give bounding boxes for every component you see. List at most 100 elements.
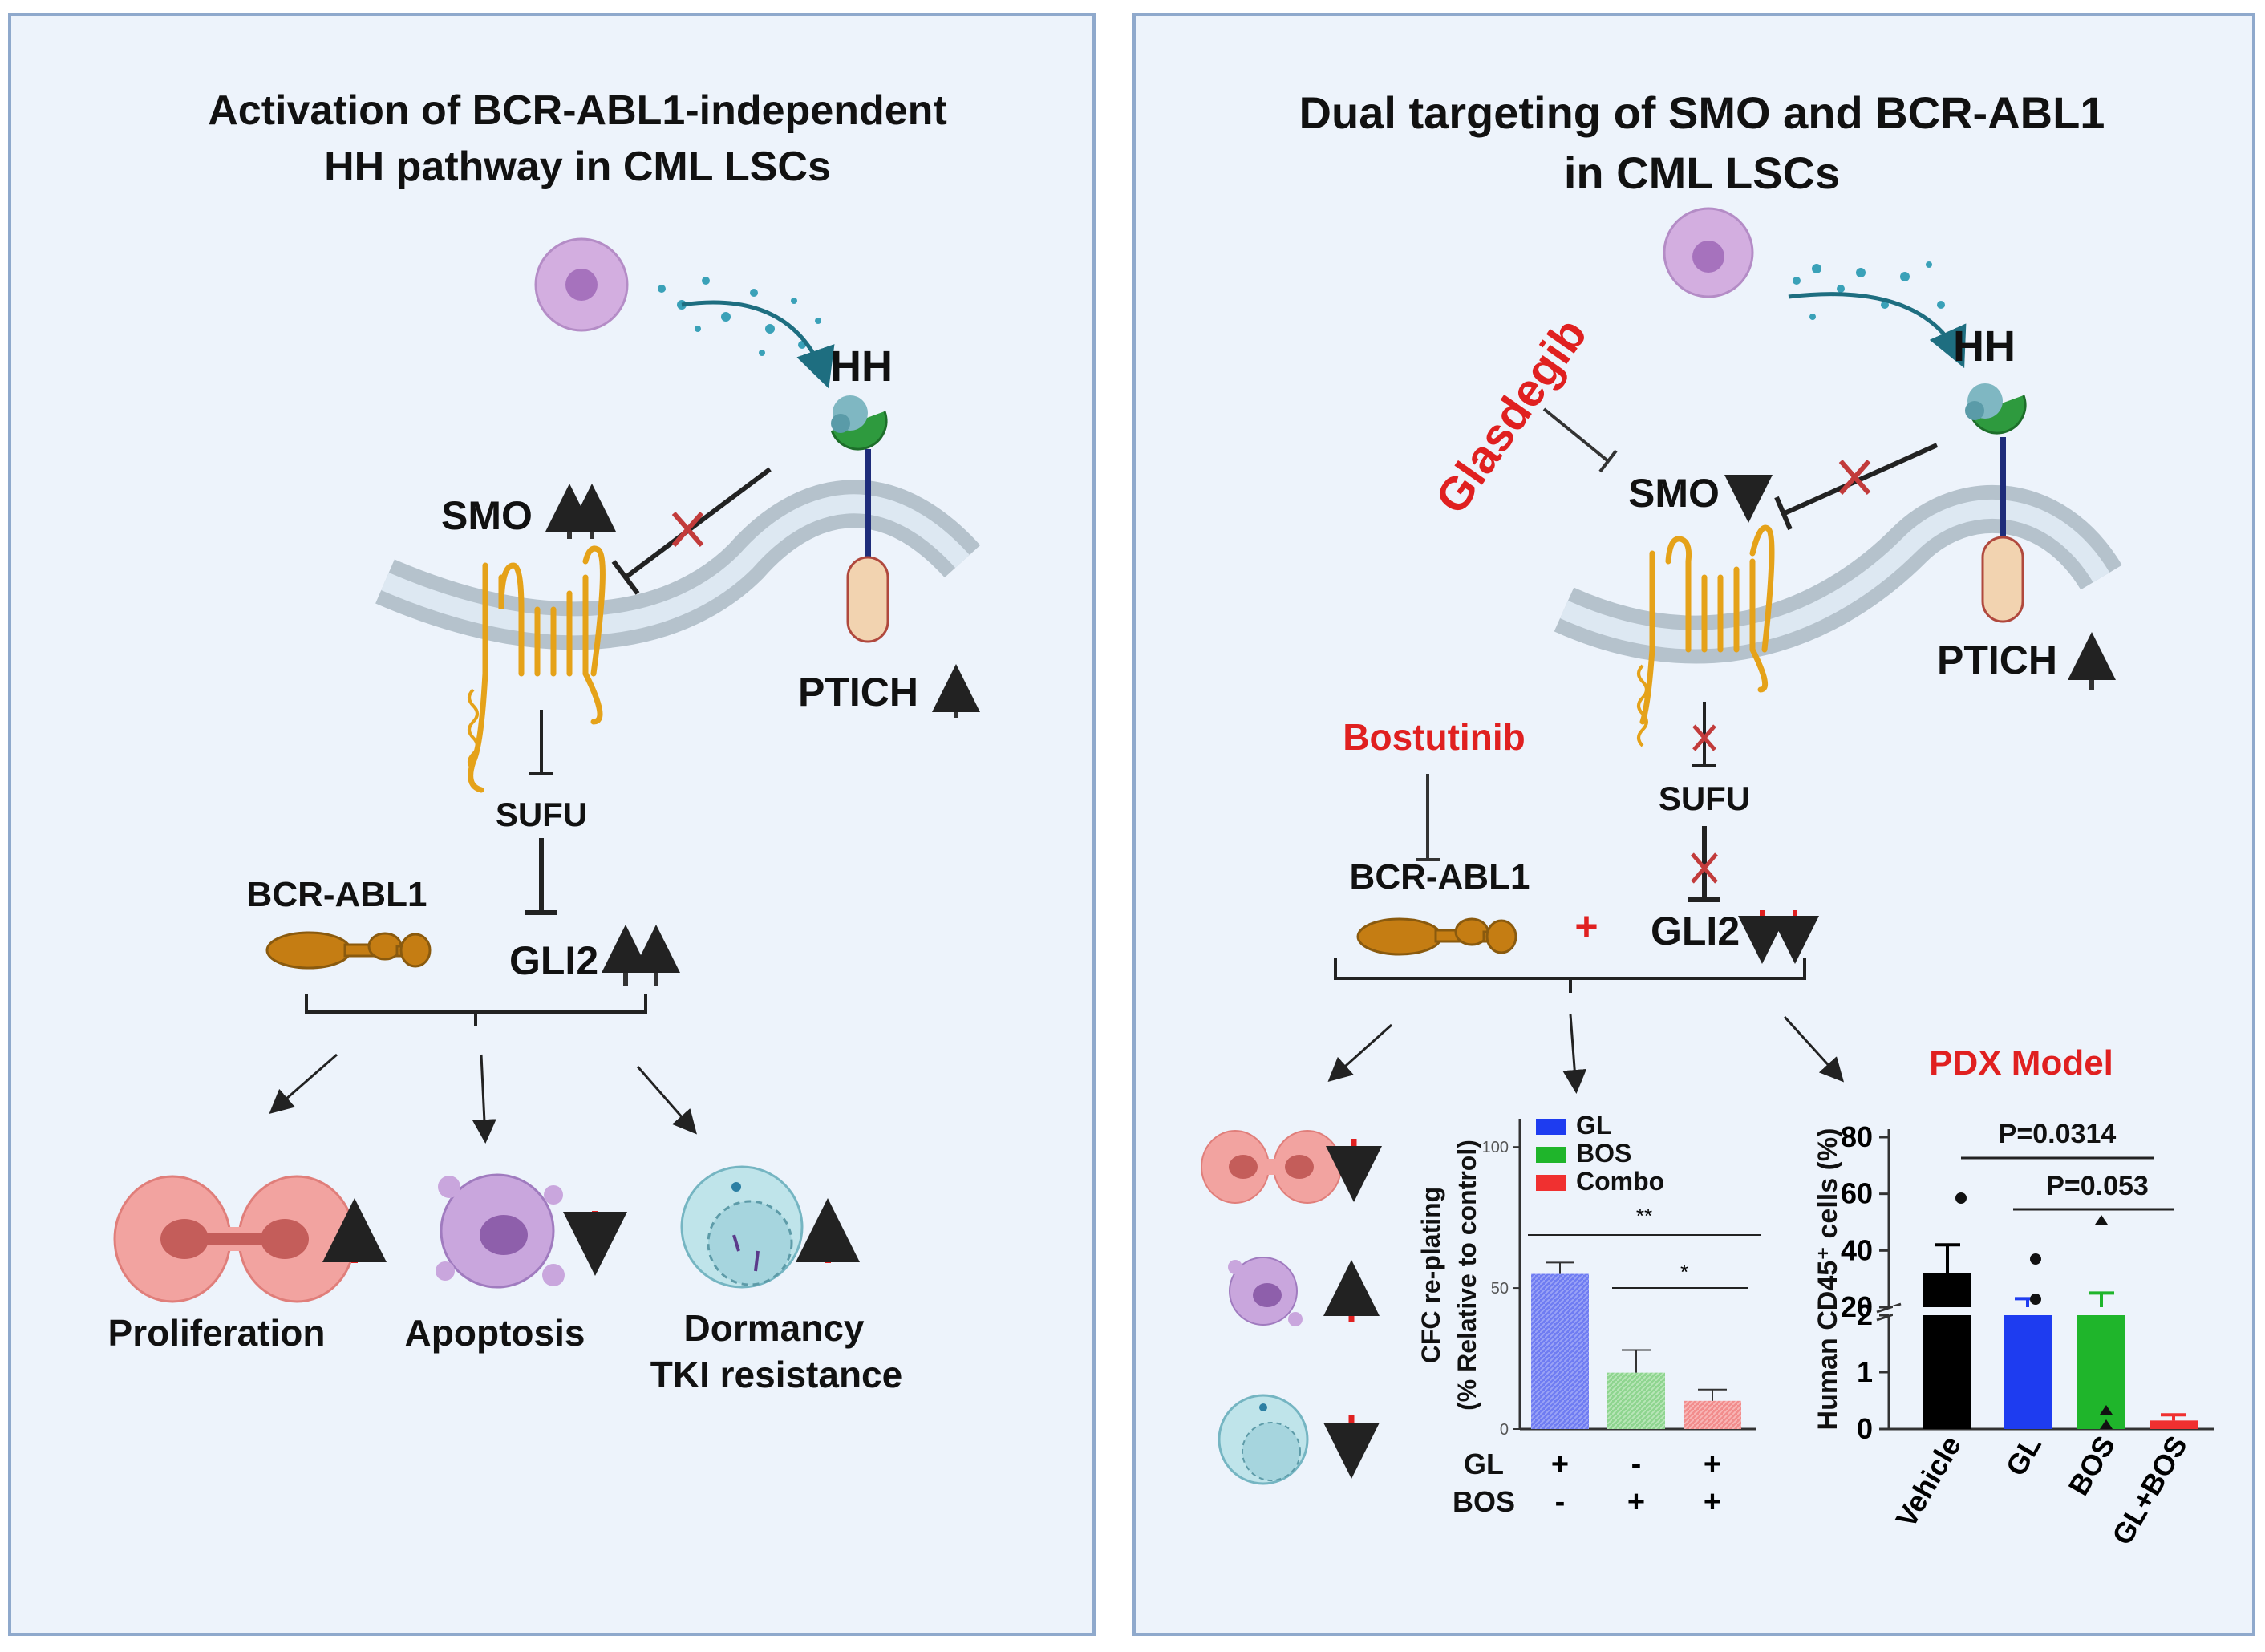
right-gli2-down-arrows-icon <box>1738 910 1819 964</box>
right-ptch-smo-inhibition <box>1783 443 1939 516</box>
hh-secreting-cell-icon <box>534 237 629 332</box>
cfc-bar-bos <box>1607 1372 1665 1429</box>
left-smo-label: SMO <box>441 493 533 538</box>
hh-ligand-dots-icon <box>658 277 821 356</box>
cfc-bos-sign: + <box>1627 1485 1645 1519</box>
cfc-replating-chart: 0 50 100 CFC re-plating (% Relative to con… <box>1416 1111 1761 1519</box>
right-title-line2: in CML LSCs <box>1564 148 1840 198</box>
left-bcr-abl1-protein-icon <box>265 931 432 970</box>
pdx-ytick-label: 40 <box>1841 1233 1873 1266</box>
right-membrane-core <box>1560 499 2110 650</box>
right-hh-label: HH <box>1953 322 2016 370</box>
left-arrow-dormancy <box>636 1066 697 1135</box>
left-bracket <box>305 994 647 1026</box>
right-hh-arrow <box>1788 292 1967 369</box>
left-proliferating-cell-icon <box>113 1175 356 1303</box>
pdx-pvalue-2: P=0.053 <box>2046 1171 2149 1201</box>
left-ptch-receptor-icon <box>830 395 889 643</box>
left-smo-coil <box>468 688 479 771</box>
cfc-legend-gl: GL <box>1576 1111 1611 1140</box>
pdx-point <box>2100 1419 2113 1429</box>
left-arrow-apoptosis <box>472 1054 496 1144</box>
left-hh-label: HH <box>830 342 893 391</box>
left-ptch-label: PTICH <box>798 670 918 715</box>
left-smo-up-arrows-icon <box>545 484 616 539</box>
cfc-legend: GL BOS Combo <box>1536 1111 1664 1196</box>
left-outcome-proliferation: Proliferation <box>108 1312 326 1354</box>
right-sufu-label: SUFU <box>1659 779 1750 817</box>
right-bracket <box>1334 958 1806 993</box>
pdx-ytick-label: 20 <box>1841 1290 1873 1323</box>
pdx-point <box>2095 1215 2108 1225</box>
right-ptch-receptor-icon <box>1965 383 2027 623</box>
left-dormant-cell-icon <box>680 1165 804 1289</box>
pdx-bar-gl <box>2004 1307 2052 1429</box>
right-arrow-cfc <box>1562 1014 1587 1094</box>
right-title-line1: Dual targeting of SMO and BCR-ABL1 <box>1299 87 2105 138</box>
pdx-ylabel: Human CD45⁺ cells (%) <box>1813 1128 1843 1431</box>
right-ptch-smo-bar <box>1774 496 1793 531</box>
cfc-legend-combo-swatch <box>1536 1175 1566 1191</box>
cfc-ytick-label: 50 <box>1491 1280 1509 1298</box>
cfc-legend-combo: Combo <box>1576 1167 1664 1196</box>
cfc-sig-2: * <box>1680 1260 1688 1284</box>
left-outcome-tki-resistance: TKI resistance <box>650 1354 902 1395</box>
pdx-point <box>2030 1253 2041 1265</box>
cfc-gl-sign: + <box>1704 1448 1721 1481</box>
pdx-pvalue-1: P=0.0314 <box>1999 1119 2117 1149</box>
left-apoptotic-cell-icon <box>436 1173 565 1289</box>
cfc-bos-sign: - <box>1555 1485 1566 1519</box>
cfc-row-label-gl: GL <box>1464 1448 1504 1480</box>
pdx-point <box>2030 1294 2041 1305</box>
right-sufu-blocked-x-icon <box>1692 724 1716 751</box>
cfc-row-label-bos: BOS <box>1453 1485 1515 1518</box>
glasdegib-bar <box>1598 449 1618 473</box>
glasdegib-inhibition <box>1542 407 1610 463</box>
right-blocked-x-icon <box>1838 460 1871 495</box>
cfc-legend-bos-swatch <box>1536 1147 1566 1163</box>
right-arrow-pdx <box>1783 1015 1845 1083</box>
cfc-gl-sign: - <box>1631 1448 1642 1481</box>
bostutinib-drug-label: Bostutinib <box>1343 716 1525 758</box>
cfc-bar-combo <box>1684 1400 1741 1429</box>
left-blocked-x-icon <box>671 512 704 547</box>
right-dormant-cell-icon <box>1218 1394 1309 1485</box>
pdx-bar-break-gap <box>1893 1307 2214 1315</box>
right-proliferating-cell-icon <box>1201 1130 1342 1204</box>
left-membrane-core <box>381 494 970 636</box>
right-gli2-label: GLI2 <box>1651 909 1740 954</box>
pdx-ytick-label: 0 <box>1857 1412 1873 1445</box>
right-apoptotic-cell-icon <box>1228 1257 1303 1326</box>
cfc-ylabel-line2: (% Relative to control) <box>1453 1140 1481 1411</box>
left-outcome-apoptosis: Apoptosis <box>405 1312 585 1354</box>
left-inhibition-bar <box>611 560 640 595</box>
pdx-bar-gl-bos <box>2150 1420 2198 1429</box>
left-smo-receptor-icon <box>468 545 606 793</box>
left-sufu-label: SUFU <box>496 796 587 833</box>
right-arrow-cells <box>1327 1023 1392 1082</box>
right-hh-secreting-cell-icon <box>1663 207 1754 298</box>
right-smo-receptor-icon <box>1639 524 1775 725</box>
left-title-line1: Activation of BCR-ABL1-independent <box>208 87 947 134</box>
cfc-bar-gl <box>1531 1273 1589 1429</box>
cfc-ylabel-line1: CFC re-plating <box>1416 1187 1445 1363</box>
cfc-sig-1: ** <box>1636 1204 1652 1228</box>
right-bcr-abl1-label: BCR-ABL1 <box>1350 857 1530 897</box>
left-outcome-dormancy: Dormancy <box>684 1307 865 1349</box>
left-gli2-up-arrows-icon <box>602 925 680 986</box>
pdx-ytick-label: 60 <box>1841 1177 1873 1210</box>
left-title-line2: HH pathway in CML LSCs <box>324 144 831 190</box>
cfc-ytick-label: 100 <box>1482 1139 1509 1156</box>
cfc-ytick-label: 0 <box>1500 1421 1509 1439</box>
left-gli2-label: GLI2 <box>509 938 598 983</box>
pdx-bar-vehicle <box>1923 1273 1971 1429</box>
right-plus-sign: + <box>1574 904 1598 949</box>
right-ptch-label: PTICH <box>1937 638 2057 682</box>
right-smo-label: SMO <box>1628 471 1720 516</box>
cfc-legend-bos: BOS <box>1576 1139 1631 1168</box>
pdx-ytick-label: 1 <box>1857 1355 1873 1388</box>
pdx-title: PDX Model <box>1929 1043 2113 1083</box>
left-bcr-abl1-label: BCR-ABL1 <box>247 875 427 914</box>
pdx-bar-bos <box>2077 1307 2125 1429</box>
